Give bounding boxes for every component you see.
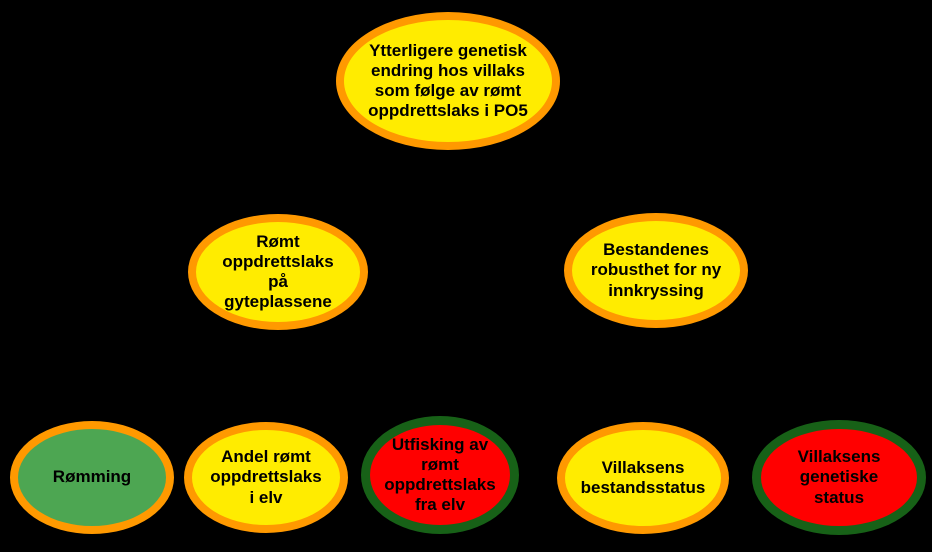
node-escaped-salmon-spawning-grounds: Rømt oppdrettslaks på gyteplassene xyxy=(188,214,368,330)
node-proportion-label: Andel rømt oppdrettslaks i elv xyxy=(210,447,322,507)
node-wild-salmon-population-status: Villaksens bestandsstatus xyxy=(557,422,729,534)
node-population-robustness: Bestandenes robusthet for ny innkryssing xyxy=(564,213,748,328)
node-pop-status-label: Villaksens bestandsstatus xyxy=(580,457,706,497)
node-removal-fishing: Utfisking av rømt oppdrettslaks fra elv xyxy=(361,416,519,534)
node-removal-label: Utfisking av rømt oppdrettslaks fra elv xyxy=(384,434,496,515)
node-escape-label: Rømming xyxy=(52,467,132,487)
node-wild-salmon-genetic-status: Villaksens genetiske status xyxy=(752,420,926,535)
node-root-label: Ytterligere genetisk endring hos villaks… xyxy=(368,40,528,121)
node-proportion-escaped-in-river: Andel rømt oppdrettslaks i elv xyxy=(184,422,348,533)
node-genetic-status-label: Villaksens genetiske status xyxy=(797,447,881,507)
node-escape: Rømming xyxy=(10,421,174,534)
node-robustness-label: Bestandenes robusthet for ny innkryssing xyxy=(590,240,722,300)
node-spawning-label: Rømt oppdrettslaks på gyteplassene xyxy=(222,231,334,312)
node-root-genetic-change: Ytterligere genetisk endring hos villaks… xyxy=(336,12,560,150)
